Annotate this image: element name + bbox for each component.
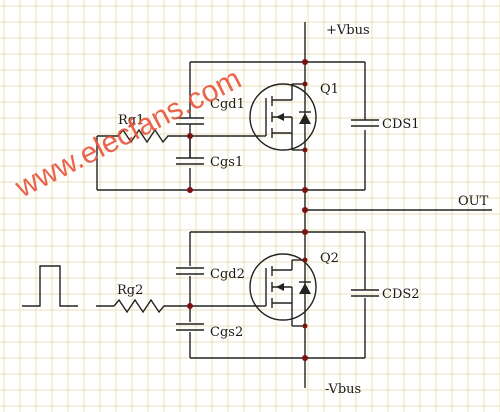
q1-mosfet-symbol (249, 83, 317, 151)
cds1-capacitor (351, 119, 379, 127)
cgs1-capacitor (176, 136, 204, 165)
cgd2-label: Cgd2 (210, 267, 245, 282)
vbus-neg-label: -Vbus (325, 382, 361, 397)
q1-stage (96, 61, 379, 191)
out-label: OUT (458, 194, 489, 209)
cgd1-label: Cgd1 (210, 97, 245, 112)
cds1-label: CDS1 (382, 117, 420, 132)
junction-dots (187, 59, 308, 361)
rg2-label: Rg2 (117, 283, 143, 298)
cgs1-label: Cgs1 (210, 155, 243, 170)
q2-stage (22, 231, 379, 359)
cgs2-label: Cgs2 (210, 325, 243, 340)
rg2-resistor (113, 298, 190, 314)
gate-pulse-waveform (22, 265, 78, 307)
cgd2-capacitor (176, 267, 204, 275)
vbus-pos-label: +Vbus (326, 23, 370, 38)
rg1-resistor (117, 128, 190, 144)
cgd1-capacitor (176, 117, 204, 130)
q2-label: Q2 (320, 251, 339, 266)
cds2-capacitor (351, 289, 379, 297)
q1-label: Q1 (320, 82, 339, 97)
elecfans-watermark: www.elecfans.com (9, 62, 246, 205)
cgs2-capacitor (176, 323, 204, 331)
cds2-label: CDS2 (382, 287, 420, 302)
q2-mosfet-symbol (249, 253, 317, 328)
rg1-label: Rg1 (118, 113, 144, 128)
